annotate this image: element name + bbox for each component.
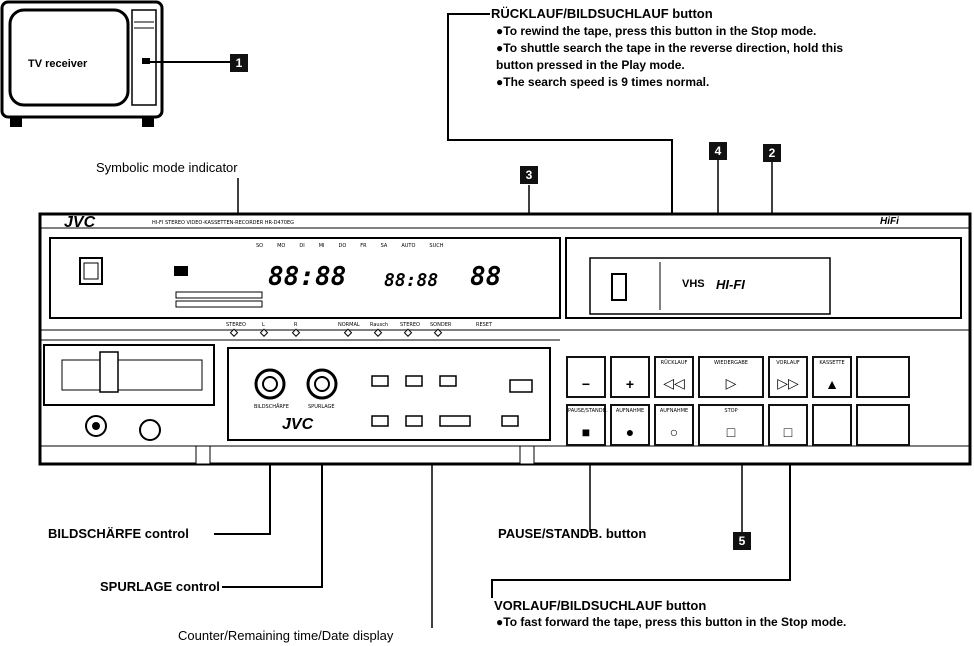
plus-icon: +: [612, 376, 648, 392]
button-label: WIEDERGABE: [700, 360, 762, 366]
button-label: KASSETTE: [814, 360, 850, 366]
rewind-button[interactable]: RÜCKLAUF ◁◁: [654, 356, 694, 398]
button-label: VORLAUF: [770, 360, 806, 366]
stop-icon: □: [700, 424, 762, 440]
record-icon: ●: [612, 424, 648, 440]
rewind-title: RÜCKLAUF/BILDSUCHLAUF button: [491, 6, 713, 22]
play-button[interactable]: WIEDERGABE ▷: [698, 356, 764, 398]
stop-button[interactable]: STOP □: [698, 404, 764, 446]
bildschaerfe-label: BILDSCHÄRFE control: [48, 526, 189, 542]
strip-label: NORMAL: [338, 322, 360, 328]
badge-3: 3: [520, 166, 538, 184]
pause-icon: ■: [568, 424, 604, 440]
badge-5: 5: [733, 532, 751, 550]
minus-icon: −: [568, 376, 604, 392]
hifi-cassette-logo: HI-FI: [716, 277, 745, 292]
pause-button[interactable]: PAUSE/STANDB. ■: [566, 404, 606, 446]
brand-logo-small: JVC: [282, 416, 313, 434]
button-label: RÜCKLAUF: [656, 360, 692, 366]
day-label: MO: [277, 243, 285, 249]
rewind-note-1: ●To rewind the tape, press this button i…: [496, 23, 816, 40]
display-counter-1: 88:88: [268, 262, 346, 292]
rewind-note-3: button pressed in the Play mode.: [496, 57, 685, 74]
knob-label-spurlage: SPURLAGE: [308, 404, 335, 410]
day-label: AUTO: [401, 243, 415, 249]
blank-button[interactable]: [812, 404, 852, 446]
spurlage-label: SPURLAGE control: [100, 579, 220, 595]
button-label: PAUSE/STANDB.: [568, 408, 604, 414]
knob-label-bildschaerfe: BILDSCHÄRFE: [254, 404, 289, 410]
power-icon: □: [770, 424, 806, 440]
badge-1: 1: [230, 54, 248, 72]
badge-2: 2: [763, 144, 781, 162]
strip-label: SONDER: [430, 322, 451, 328]
model-text: HI-FI STEREO VIDEO-KASSETTEN-RECORDER HR…: [152, 220, 294, 226]
button-label: AUFNAHME: [612, 408, 648, 414]
record-button[interactable]: AUFNAHME ●: [610, 404, 650, 446]
power-button[interactable]: □: [768, 404, 808, 446]
eject-button[interactable]: KASSETTE ▲: [812, 356, 852, 398]
fast-forward-icon: ▷▷: [770, 375, 806, 392]
button-label: AUFNAHME: [656, 408, 692, 414]
symbolic-mode-indicator-label: Symbolic mode indicator: [96, 160, 238, 176]
vhs-logo: VHS: [682, 278, 705, 290]
play-icon: ▷: [700, 375, 762, 392]
rewind-note-4: ●The search speed is 9 times normal.: [496, 74, 709, 91]
blank-button[interactable]: [856, 356, 910, 398]
blank-button[interactable]: [856, 404, 910, 446]
day-label: SO: [256, 243, 263, 249]
display-counter-3: 88: [470, 262, 501, 292]
day-label: DI: [299, 243, 304, 249]
day-label: DO: [338, 243, 346, 249]
badge-4: 4: [709, 142, 727, 160]
forward-note-1: ●To fast forward the tape, press this bu…: [496, 614, 846, 631]
plus-button[interactable]: +: [610, 356, 650, 398]
minus-button[interactable]: −: [566, 356, 606, 398]
record-alt-button[interactable]: AUFNAHME ○: [654, 404, 694, 446]
forward-title: VORLAUF/BILDSUCHLAUF button: [494, 598, 706, 614]
tv-receiver-label: TV receiver: [28, 56, 87, 72]
eject-icon: ▲: [814, 376, 850, 392]
strip-label: RESET: [476, 322, 492, 328]
strip-label: STEREO: [226, 322, 246, 328]
day-label: FR: [360, 243, 366, 249]
hifi-logo: HiFi: [880, 216, 899, 227]
record-alt-icon: ○: [656, 424, 692, 440]
counter-display-label: Counter/Remaining time/Date display: [178, 628, 393, 644]
strip-label: R: [294, 322, 297, 328]
day-label: SUCH: [429, 243, 443, 249]
rewind-note-2: ●To shuttle search the tape in the rever…: [496, 40, 843, 57]
pause-label: PAUSE/STANDB. button: [498, 526, 646, 542]
rewind-icon: ◁◁: [656, 375, 692, 392]
display-days: SO MO DI MI DO FR SA AUTO SUCH: [256, 243, 536, 249]
button-label: STOP: [700, 408, 762, 414]
strip-label: Rausch: [370, 322, 388, 328]
fast-forward-button[interactable]: VORLAUF ▷▷: [768, 356, 808, 398]
day-label: MI: [319, 243, 325, 249]
day-label: SA: [381, 243, 388, 249]
display-counter-2: 88:88: [384, 270, 438, 291]
strip-label: STEREO: [400, 322, 420, 328]
strip-label: L: [262, 322, 265, 328]
brand-logo: JVC: [64, 214, 95, 232]
